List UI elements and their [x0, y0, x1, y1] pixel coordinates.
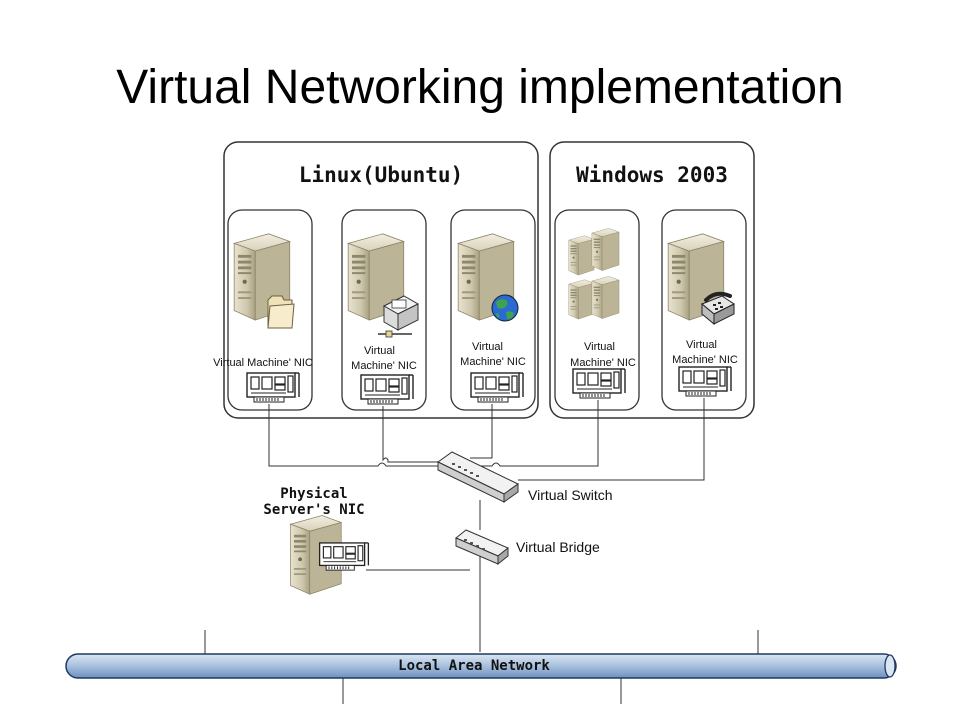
physical-nic-label: Server's NIC — [263, 502, 364, 518]
vm-nic-label: Machine' NIC — [460, 356, 526, 368]
globe-icon — [491, 294, 519, 322]
nic-card-icon — [246, 372, 300, 403]
nic-card-icon — [678, 366, 732, 397]
folder-icon — [267, 295, 295, 329]
nic-card-icon — [360, 374, 414, 405]
virtual-bridge-icon — [455, 529, 509, 566]
lan-label: Local Area Network — [398, 658, 550, 674]
nic-card-icon — [470, 372, 524, 403]
virtual-switch-icon — [437, 451, 519, 503]
linux-group-label: Linux(Ubuntu) — [299, 163, 463, 187]
vm-nic-label: Virtual — [364, 345, 395, 357]
telephone-icon — [701, 291, 735, 326]
vm-nic-label: Virtual — [686, 339, 717, 351]
connection-lines — [204, 398, 759, 704]
vm-nic-label: Virtual — [472, 341, 503, 353]
virtual-bridge-label: Virtual Bridge — [516, 539, 600, 555]
vm-nic-label: Virtual Machine' NIC — [213, 357, 313, 369]
vm-nic-label: Machine' NIC — [351, 360, 417, 372]
lan-bus — [65, 653, 897, 679]
nic-card-icon — [572, 368, 626, 399]
vm-nic-label: Machine' NIC — [570, 357, 636, 369]
physical-nic-label: Physical — [280, 486, 347, 502]
slide-title: Virtual Networking implementation — [116, 61, 844, 114]
printer-icon — [378, 295, 420, 338]
virtual-switch-label: Virtual Switch — [528, 487, 613, 503]
physical-nic-card-icon — [318, 542, 370, 571]
windows-group-label: Windows 2003 — [576, 163, 728, 187]
vm-nic-label: Machine' NIC — [672, 354, 738, 366]
vm-nic-label: Virtual — [584, 341, 615, 353]
